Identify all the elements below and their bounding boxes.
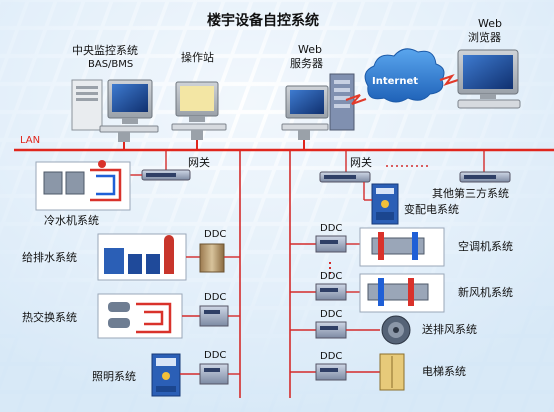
ddc-elevator bbox=[315, 363, 347, 381]
ddc-ventilation-label: DDC bbox=[320, 309, 343, 320]
central-monitoring-sublabel: BAS/BMS bbox=[88, 59, 134, 70]
internet-cloud bbox=[364, 48, 445, 103]
workstation-label: 操作站 bbox=[181, 51, 214, 64]
ddc-heat-label: DDC bbox=[204, 292, 227, 303]
ventilation-label: 送排风系统 bbox=[422, 323, 477, 336]
internet-label: Internet bbox=[372, 76, 419, 87]
ddc-lighting-label: DDC bbox=[204, 350, 227, 361]
ddc-ventilation bbox=[315, 321, 347, 339]
lighting-label: 照明系统 bbox=[92, 370, 136, 383]
central-monitoring-computer bbox=[71, 79, 159, 142]
gateway-right-label: 网关 bbox=[350, 156, 372, 169]
gateway-right bbox=[319, 171, 371, 183]
web-browser-label-line2: 浏览器 bbox=[468, 31, 501, 44]
aircon-label: 空调机系统 bbox=[458, 240, 513, 253]
fresh-air-label: 新风机系统 bbox=[458, 286, 513, 299]
web-server-computer bbox=[281, 73, 355, 140]
ddc-aircon bbox=[315, 235, 347, 253]
gateway-left-label: 网关 bbox=[188, 156, 210, 169]
diagram-title: 楼宇设备自控系统 bbox=[207, 13, 319, 29]
ddc-aircon-label: DDC bbox=[320, 223, 343, 234]
third-party-label: 其他第三方系统 bbox=[432, 187, 509, 200]
fan-unit bbox=[381, 315, 411, 345]
power-cabinet bbox=[371, 183, 399, 225]
central-monitoring-label: 中央监控系统 bbox=[72, 44, 138, 57]
web-browser-label-line1: Web bbox=[478, 17, 502, 30]
elevator-unit bbox=[379, 353, 405, 391]
water-panel bbox=[97, 233, 187, 281]
web-server-label-line1: Web bbox=[298, 43, 322, 56]
ddc-fresh-air-label: DDC bbox=[320, 271, 343, 282]
aircon-panel bbox=[359, 227, 445, 267]
web-browser-computer bbox=[457, 49, 521, 109]
heat-exchange-label: 热交换系统 bbox=[22, 311, 77, 324]
web-server-label-line2: 服务器 bbox=[290, 57, 323, 70]
ddc-heat bbox=[199, 305, 229, 327]
gateway-third-party bbox=[459, 171, 511, 183]
chiller-panel bbox=[35, 160, 131, 211]
lighting-panel bbox=[151, 353, 181, 397]
elevator-label: 电梯系统 bbox=[422, 365, 466, 378]
fresh-air-panel bbox=[359, 273, 445, 313]
workstation-computer bbox=[171, 81, 227, 140]
heat-exchange-panel bbox=[97, 293, 183, 339]
ddc-water bbox=[199, 243, 225, 273]
ddc-fresh-air bbox=[315, 283, 347, 301]
water-label: 给排水系统 bbox=[22, 251, 77, 264]
chiller-label: 冷水机系统 bbox=[44, 214, 99, 227]
ddc-elevator-label: DDC bbox=[320, 351, 343, 362]
power-label: 变配电系统 bbox=[404, 203, 459, 216]
ddc-water-label: DDC bbox=[204, 229, 227, 240]
ddc-lighting bbox=[199, 363, 229, 385]
gateway-left bbox=[141, 169, 191, 181]
lan-label: LAN bbox=[20, 135, 41, 146]
